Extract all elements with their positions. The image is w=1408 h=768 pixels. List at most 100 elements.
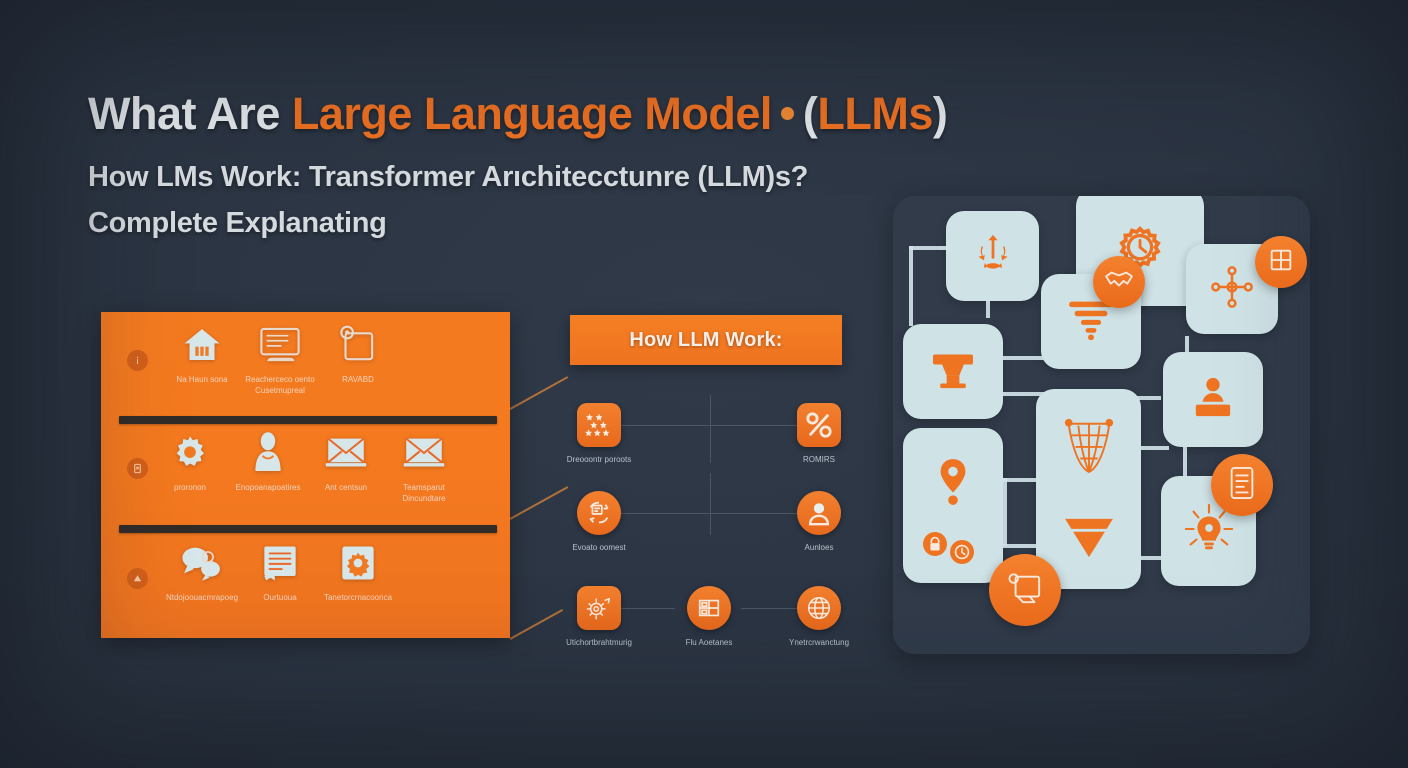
diagram-node[interactable]: Ynetrcrwanctung	[775, 586, 863, 647]
funnel-lines-icon	[1065, 298, 1117, 345]
alert-badge-icon	[127, 568, 148, 589]
panel-item[interactable]: Enopoanapoatires	[229, 430, 307, 493]
diagram-node-label: Flu Aoetanes	[685, 638, 733, 647]
panel-item-label: Enopoanapoatires	[235, 483, 301, 492]
grid-vline	[710, 395, 711, 463]
panel-link	[1125, 446, 1169, 450]
diagram-node[interactable]: ROMIRS	[775, 403, 863, 464]
diagram-node-label: Dreooontr poroots	[566, 455, 632, 464]
settings-burst-icon	[577, 586, 621, 630]
arch-bubble[interactable]	[1255, 236, 1307, 288]
info-badge-icon	[127, 350, 148, 371]
arch-bubble[interactable]	[1093, 256, 1145, 308]
node-cross-icon	[1209, 264, 1255, 315]
title-part-2: Large Language Model	[291, 88, 773, 139]
panel-item[interactable]: Ntdojoouacmrapoeg	[163, 540, 241, 603]
note-pin-icon	[338, 322, 378, 368]
panel-item-label: proronon	[173, 483, 207, 492]
grid-hline	[617, 513, 807, 514]
panel-row-2-items: Ntdojoouacmrapoeg Ourtuoua	[163, 540, 397, 603]
llm-architecture-panel	[893, 196, 1310, 654]
title-paren-close: )	[932, 88, 948, 139]
panel-row-0-items: Na Haun sona Reacherceco oento Cusetmupr…	[163, 322, 397, 396]
panel-row-2: Ntdojoouacmrapoeg Ourtuoua	[101, 540, 510, 640]
lightbulb-icon	[1182, 502, 1236, 561]
network-branch-icon	[971, 233, 1015, 280]
diagram-node-label: Ynetrcrwanctung	[788, 638, 850, 647]
panel-link	[1003, 544, 1039, 548]
screen-share-icon	[1006, 571, 1044, 610]
arch-card[interactable]	[903, 324, 1003, 419]
document-badge-icon	[127, 458, 148, 479]
panel-link	[1121, 396, 1161, 400]
panel-item[interactable]: proronon	[151, 430, 229, 493]
building-icon	[687, 586, 731, 630]
diagram-node-label: ROMIRS	[803, 455, 835, 464]
user-avatar-icon	[797, 491, 841, 535]
panel-item[interactable]: RAVABD	[319, 322, 397, 385]
panel-item[interactable]: Tanetorcrnacoonca	[319, 540, 397, 603]
diagram-node[interactable]: Dreooontr poroots	[555, 403, 643, 464]
left-orange-panel: Na Haun sona Reacherceco oento Cusetmupr…	[101, 312, 510, 638]
arch-card[interactable]	[1163, 352, 1263, 447]
banner-label: How LLM Work:	[629, 328, 783, 351]
house-icon	[181, 322, 223, 368]
title-paren-open: (	[802, 88, 818, 139]
arch-card[interactable]	[1036, 389, 1141, 589]
panel-row-0: Na Haun sona Reacherceco oento Cusetmupr…	[101, 322, 510, 422]
title-acronym: LLMs	[817, 88, 933, 139]
arch-card[interactable]	[946, 211, 1039, 301]
panel-item[interactable]: Ant centsun	[307, 430, 385, 493]
arch-bubble[interactable]	[989, 554, 1061, 626]
arch-card[interactable]	[903, 428, 1003, 583]
grid-hline	[741, 608, 799, 609]
panel-separator	[119, 525, 497, 533]
stars-icon	[577, 403, 621, 447]
panel-link	[1001, 392, 1045, 396]
gear-icon	[170, 430, 210, 476]
page-title: What Are Large Language Model (LLMs)	[88, 88, 948, 140]
document-text-icon	[259, 540, 301, 586]
bullet-dot-icon	[780, 107, 794, 121]
pin-alert-icon	[932, 457, 974, 514]
panel-item-label: Teamsparut Dincundtare	[402, 483, 446, 503]
diagram-node-label: Utichortbrahtmurig	[566, 638, 632, 647]
diagram-node[interactable]: Flu Aoetanes	[665, 586, 753, 647]
panel-item[interactable]: Reacherceco oento Cusetmupreal	[241, 322, 319, 396]
window-grid-icon	[1267, 246, 1295, 279]
panel-item-label: Reacherceco oento Cusetmupreal	[245, 375, 315, 395]
title-part-1: What Are	[88, 88, 292, 139]
panel-row-1: proronon Enopoanapoatires	[101, 430, 510, 530]
grid-vline	[710, 473, 711, 535]
clipboard-gear-icon	[338, 540, 378, 586]
arch-bubble[interactable]	[1211, 454, 1273, 516]
envelope-icon	[324, 430, 368, 476]
diagram-node-label: Aunloes	[804, 543, 834, 552]
diagram-node[interactable]: Utichortbrahtmurig	[555, 586, 643, 647]
page-subtitle-line-2: Complete Explanating	[88, 207, 387, 239]
envelope-icon	[402, 430, 446, 476]
page-subtitle-line-1: How LMs Work: Transformer Arıchitecctunr…	[88, 161, 809, 193]
person-podium-icon	[1189, 376, 1237, 423]
diagram-node[interactable]: Aunloes	[775, 491, 863, 552]
panel-link	[1183, 444, 1187, 484]
globe-cone-icon	[1061, 414, 1117, 481]
panel-item[interactable]: Ourtuoua	[241, 540, 319, 603]
panel-item[interactable]: Na Haun sona	[163, 322, 241, 385]
panel-item[interactable]: Teamsparut Dincundtare	[385, 430, 463, 504]
anvil-icon	[929, 349, 977, 394]
panel-link	[1003, 356, 1048, 360]
panel-row-1-items: proronon Enopoanapoatires	[151, 430, 463, 504]
panel-item-label: Na Haun sona	[176, 375, 228, 384]
panel-link	[1003, 478, 1039, 482]
panel-separator	[119, 416, 497, 424]
diagram-node[interactable]: Evoato oomest	[555, 491, 643, 552]
chat-bubbles-icon	[179, 540, 225, 586]
panel-link	[1003, 478, 1007, 546]
panel-item-label: Ntdojoouacmrapoeg	[165, 593, 239, 602]
grid-hline	[615, 608, 675, 609]
person-icon	[250, 430, 286, 476]
panel-link	[986, 284, 990, 318]
gear-clock-icon	[1111, 223, 1169, 286]
how-llm-work-banner: How LLM Work:	[570, 315, 842, 365]
